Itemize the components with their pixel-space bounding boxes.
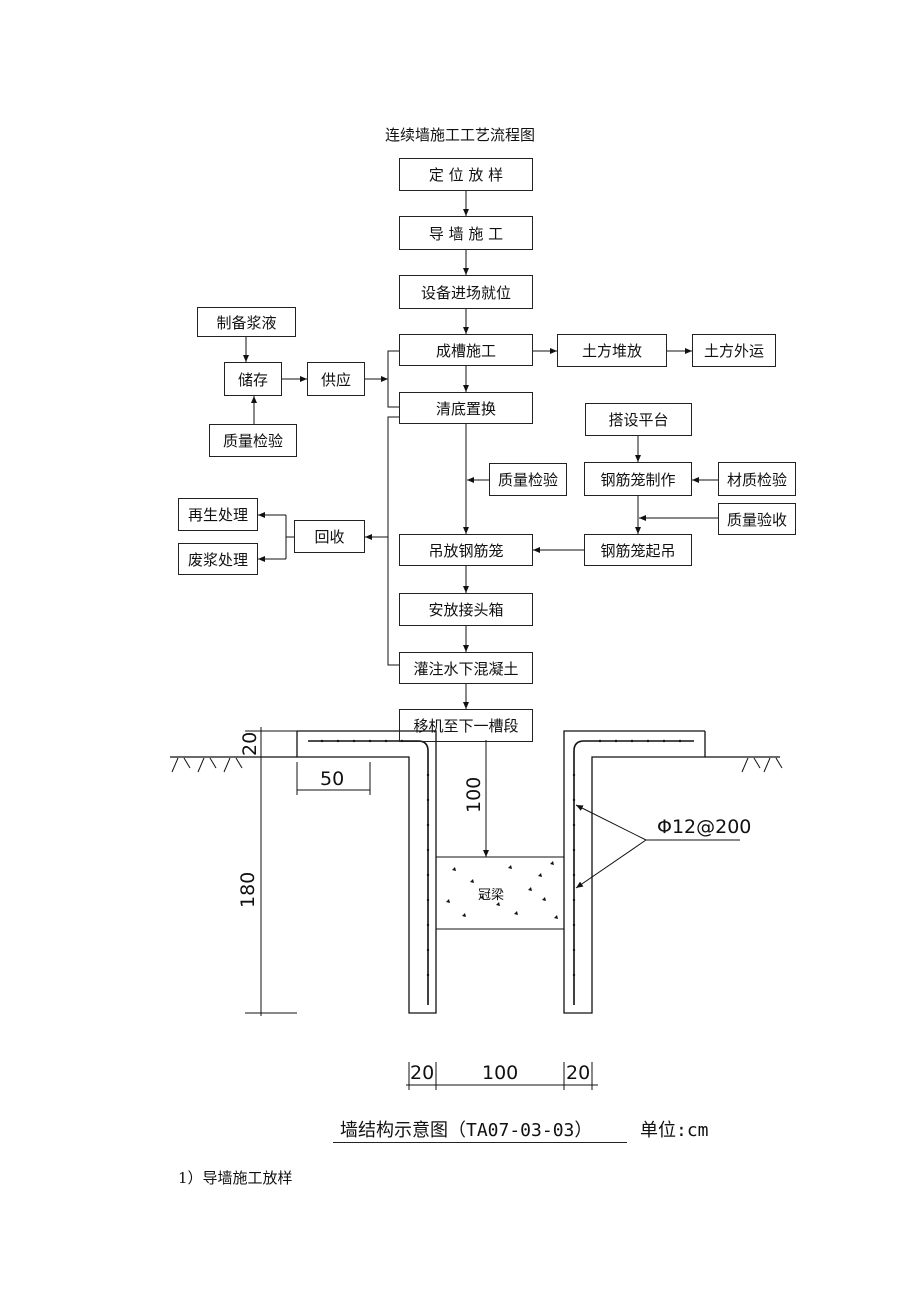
dim-bottom-right: 20 [566, 1062, 591, 1084]
dim-top-20: 20 [239, 731, 261, 756]
box-quality-accept: 质量验收 [718, 503, 796, 535]
box-trench: 成槽施工 [399, 334, 533, 366]
box-cage-hoist: 钢筋笼起吊 [584, 534, 692, 566]
dim-50: 50 [320, 768, 345, 790]
dim-bottom-left: 20 [410, 1062, 435, 1084]
box-guide-wall: 导 墙 施 工 [399, 216, 533, 250]
box-quality-check-left: 质量检验 [209, 424, 297, 457]
dim-bottom-mid: 100 [482, 1062, 519, 1084]
cap-beam-label: 冠梁 [478, 888, 505, 903]
box-material-check: 材质检验 [718, 462, 796, 496]
box-platform: 搭设平台 [585, 403, 692, 436]
box-cage-make: 钢筋笼制作 [584, 462, 692, 496]
caption-underline [333, 1142, 627, 1143]
box-quality-check-mid: 质量检验 [489, 463, 567, 496]
rebar-label: Φ12@200 [657, 816, 752, 838]
box-slurry-make: 制备浆液 [197, 307, 296, 337]
section-unit: 单位:cm [640, 1120, 709, 1141]
page-title: 连续墙施工工艺流程图 [384, 126, 535, 144]
box-recycle: 回收 [294, 520, 365, 553]
box-equipment: 设备进场就位 [399, 275, 533, 309]
dim-100-vertical: 100 [463, 776, 485, 813]
box-lift-cage: 吊放钢筋笼 [399, 534, 533, 566]
box-clean: 清底置换 [399, 392, 533, 424]
box-earth-pile: 土方堆放 [557, 334, 667, 367]
box-joint-box: 安放接头箱 [399, 593, 533, 626]
box-storage: 储存 [224, 362, 282, 396]
box-pour: 灌注水下混凝土 [399, 652, 533, 684]
dim-180: 180 [237, 871, 259, 908]
step-heading: 1）导墙施工放样 [178, 1169, 293, 1187]
wall-section [170, 727, 783, 1090]
box-supply: 供应 [307, 362, 365, 396]
box-locate: 定 位 放 样 [399, 158, 533, 191]
box-regen: 再生处理 [178, 498, 258, 531]
box-earth-out: 土方外运 [692, 334, 776, 367]
rebar-dots [320, 739, 682, 977]
box-waste: 废浆处理 [178, 543, 258, 575]
box-next: 移机至下一槽段 [399, 709, 533, 742]
section-caption: 墙结构示意图（TA07-03-03） [340, 1120, 593, 1141]
